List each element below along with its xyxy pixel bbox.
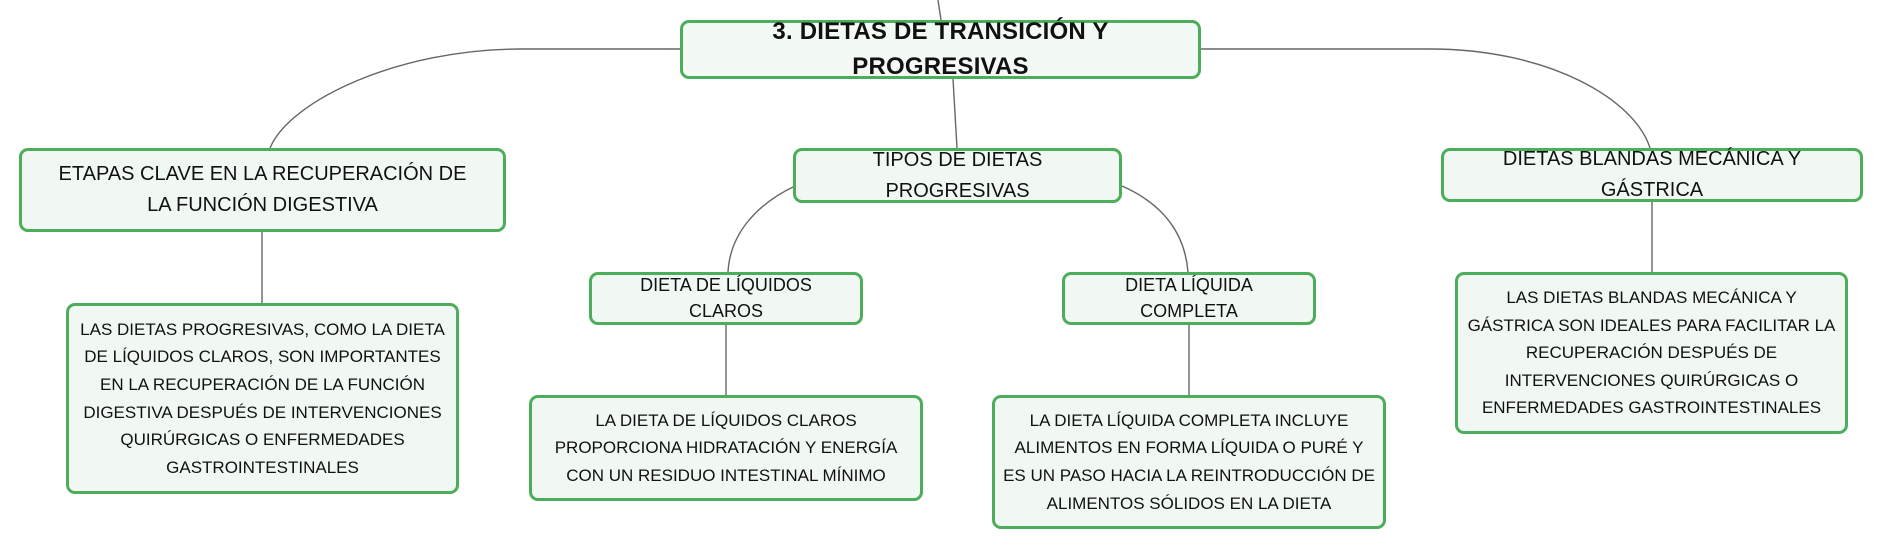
edge-root-to-tipos bbox=[952, 78, 958, 149]
root-label: 3. DIETAS DE TRANSICIÓN Y PROGRESIVAS bbox=[772, 18, 1109, 80]
node-liquidos-claros[interactable]: DIETA DE LÍQUIDOS CLAROS bbox=[589, 272, 863, 325]
node-blandas[interactable]: DIETAS BLANDAS MECÁNICA Y GÁSTRICA bbox=[1441, 148, 1863, 202]
node-liquidos-claros-desc-label: LA DIETA DE LÍQUIDOS CLAROS PROPORCIONA … bbox=[554, 410, 898, 485]
node-etapas[interactable]: ETAPAS CLAVE EN LA RECUPERACIÓN DE LA FU… bbox=[19, 148, 506, 232]
node-tipos[interactable]: TIPOS DE DIETAS PROGRESIVAS bbox=[793, 148, 1122, 203]
node-liquidos-claros-label: DIETA DE LÍQUIDOS CLAROS bbox=[640, 274, 812, 321]
edge-root-to-blandas bbox=[1201, 48, 1651, 149]
edge-tipos-to-liquidos-claros bbox=[727, 185, 796, 273]
node-tipos-label: TIPOS DE DIETAS PROGRESIVAS bbox=[872, 148, 1043, 202]
node-blandas-label: DIETAS BLANDAS MECÁNICA Y GÁSTRICA bbox=[1502, 148, 1802, 201]
node-etapas-desc[interactable]: LAS DIETAS PROGRESIVAS, COMO LA DIETA DE… bbox=[66, 303, 459, 494]
node-liquidos-claros-desc[interactable]: LA DIETA DE LÍQUIDOS CLAROS PROPORCIONA … bbox=[529, 395, 923, 501]
node-liquida-completa-desc-label: LA DIETA LÍQUIDA COMPLETA INCLUYE ALIMEN… bbox=[1003, 410, 1375, 513]
node-etapas-desc-label: LAS DIETAS PROGRESIVAS, COMO LA DIETA DE… bbox=[80, 319, 445, 477]
root-node[interactable]: 3. DIETAS DE TRANSICIÓN Y PROGRESIVAS bbox=[680, 18, 1201, 80]
edge-incoming-root bbox=[937, 0, 942, 21]
node-etapas-label: ETAPAS CLAVE EN LA RECUPERACIÓN DE LA FU… bbox=[58, 163, 467, 216]
node-blandas-desc-label: LAS DIETAS BLANDAS MECÁNICA Y GÁSTRICA S… bbox=[1467, 288, 1836, 418]
node-blandas-desc[interactable]: LAS DIETAS BLANDAS MECÁNICA Y GÁSTRICA S… bbox=[1455, 272, 1848, 434]
edge-tipos-to-liquida-completa bbox=[1121, 185, 1189, 273]
node-liquida-completa[interactable]: DIETA LÍQUIDA COMPLETA bbox=[1062, 272, 1316, 325]
edge-root-to-etapas bbox=[269, 48, 680, 149]
node-liquida-completa-desc[interactable]: LA DIETA LÍQUIDA COMPLETA INCLUYE ALIMEN… bbox=[992, 395, 1386, 529]
node-liquida-completa-label: DIETA LÍQUIDA COMPLETA bbox=[1125, 274, 1253, 321]
